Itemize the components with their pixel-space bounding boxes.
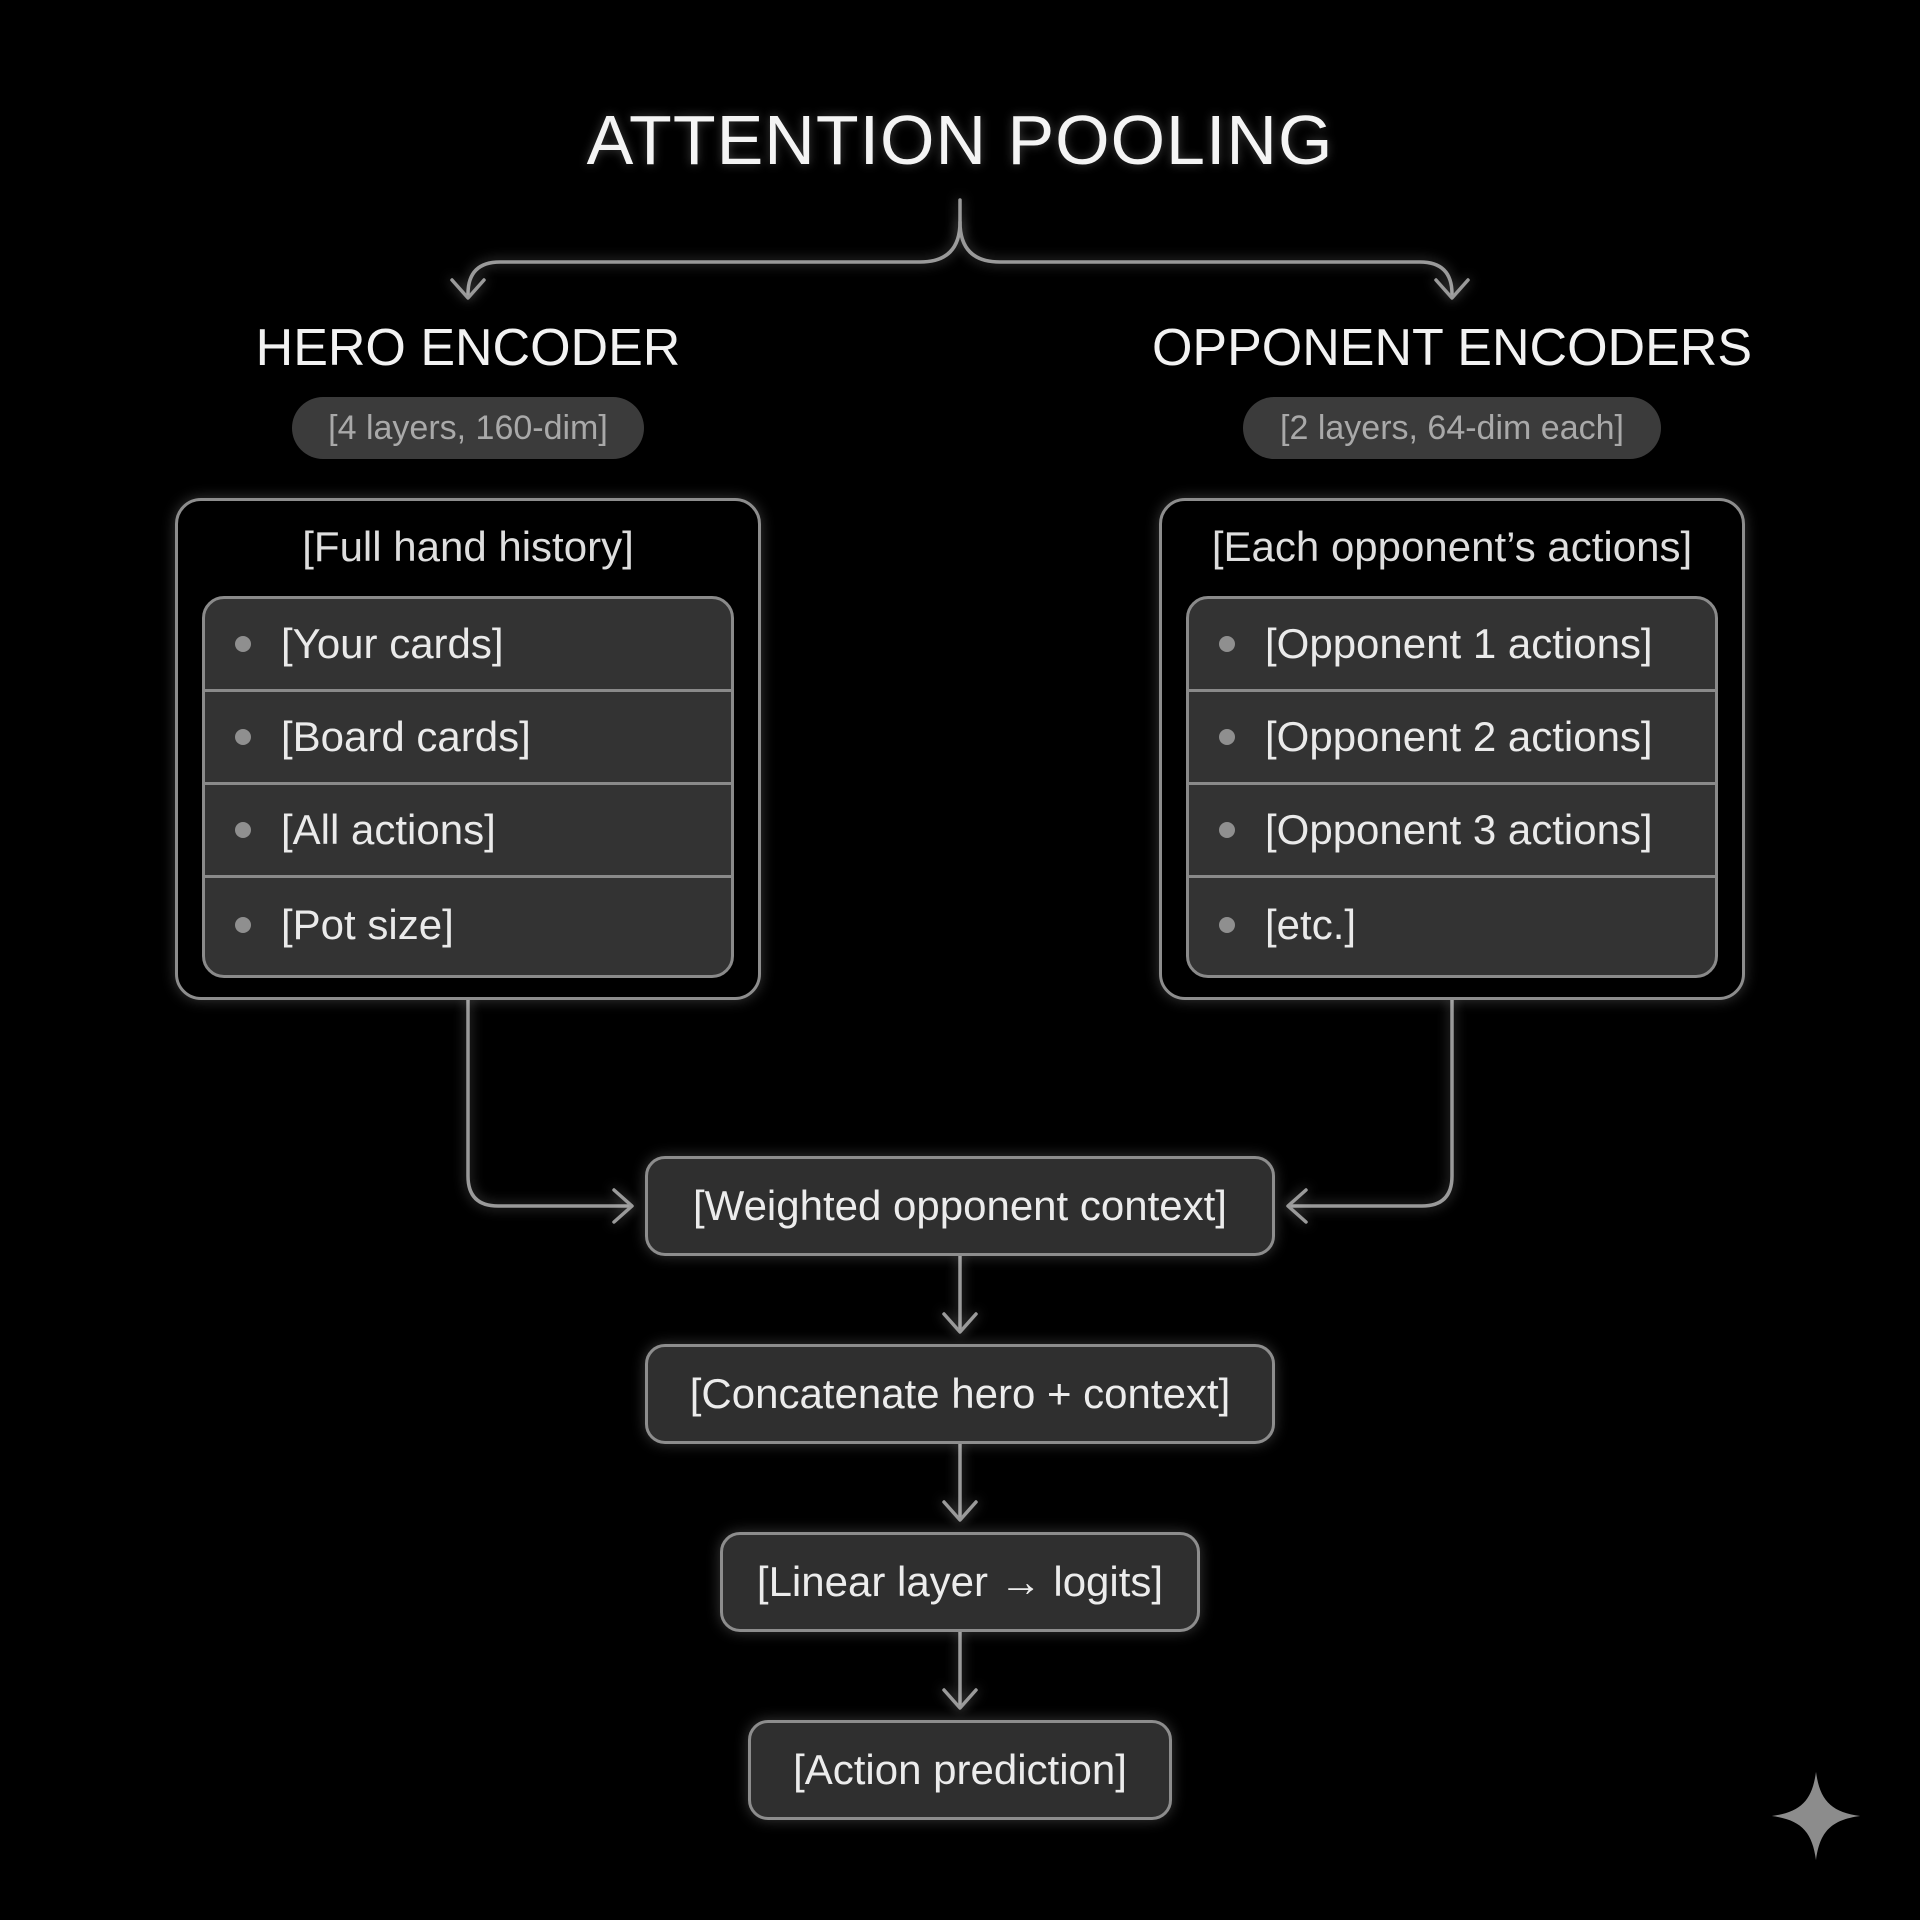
list-item: [Your cards] [205, 599, 731, 692]
bullet-icon [235, 729, 251, 745]
bullet-icon [1219, 916, 1235, 933]
bullet-icon [1219, 729, 1235, 745]
list-item: [Opponent 2 actions] [1189, 692, 1715, 785]
opponent-encoders-title: OPPONENT ENCODERS [1151, 319, 1753, 377]
list-item: [etc.] [1189, 878, 1715, 971]
hero-box-label: [Full hand history] [302, 523, 634, 570]
concatenate-node: [Concatenate hero + context] [645, 1344, 1275, 1444]
bullet-icon [235, 916, 251, 933]
opponent-box-label: [Each opponent’s actions] [1211, 523, 1693, 570]
bullet-icon [1219, 636, 1235, 652]
linear-layer-node: [Linear layer → logits] [720, 1532, 1200, 1632]
arrow-head-context-right [1286, 1188, 1308, 1224]
list-item: [Board cards] [205, 692, 731, 785]
hero-encoder-title: HERO ENCODER [255, 319, 681, 377]
arrow-head-hero [450, 278, 486, 300]
opponent-encoders-spec: [2 layers, 64-dim each] [1243, 397, 1661, 459]
opponent-input-list: [Opponent 1 actions] [Opponent 2 actions… [1186, 596, 1718, 978]
arrow-head-context-left [612, 1188, 634, 1224]
diagram-title: ATTENTION POOLING [586, 101, 1334, 179]
bullet-icon [235, 822, 251, 838]
hero-encoder-box: [Full hand history] [Your cards] [Board … [175, 498, 761, 1000]
brace-connector-right [958, 220, 1454, 296]
bullet-icon [1219, 822, 1235, 838]
hero-encoder-spec: [4 layers, 160-dim] [292, 397, 644, 459]
hero-to-context-line [466, 998, 632, 1208]
list-item: [Opponent 1 actions] [1189, 599, 1715, 692]
brace-connector [466, 198, 962, 296]
weighted-context-node: [Weighted opponent context] [645, 1156, 1275, 1256]
list-item: [All actions] [205, 785, 731, 878]
opponent-encoders-box: [Each opponent’s actions] [Opponent 1 ac… [1159, 498, 1745, 1000]
list-item: [Opponent 3 actions] [1189, 785, 1715, 878]
action-prediction-node: [Action prediction] [748, 1720, 1172, 1820]
arrow-head-opponent [1434, 278, 1470, 300]
arrow-head-prediction [942, 1688, 978, 1710]
arrow-head-concat [942, 1312, 978, 1334]
hero-input-list: [Your cards] [Board cards] [All actions]… [202, 596, 734, 978]
list-item: [Pot size] [205, 878, 731, 971]
bullet-icon [235, 636, 251, 652]
opponent-to-context-line [1288, 998, 1454, 1208]
arrow-head-linear [942, 1500, 978, 1522]
sparkle-icon [1771, 1771, 1861, 1861]
